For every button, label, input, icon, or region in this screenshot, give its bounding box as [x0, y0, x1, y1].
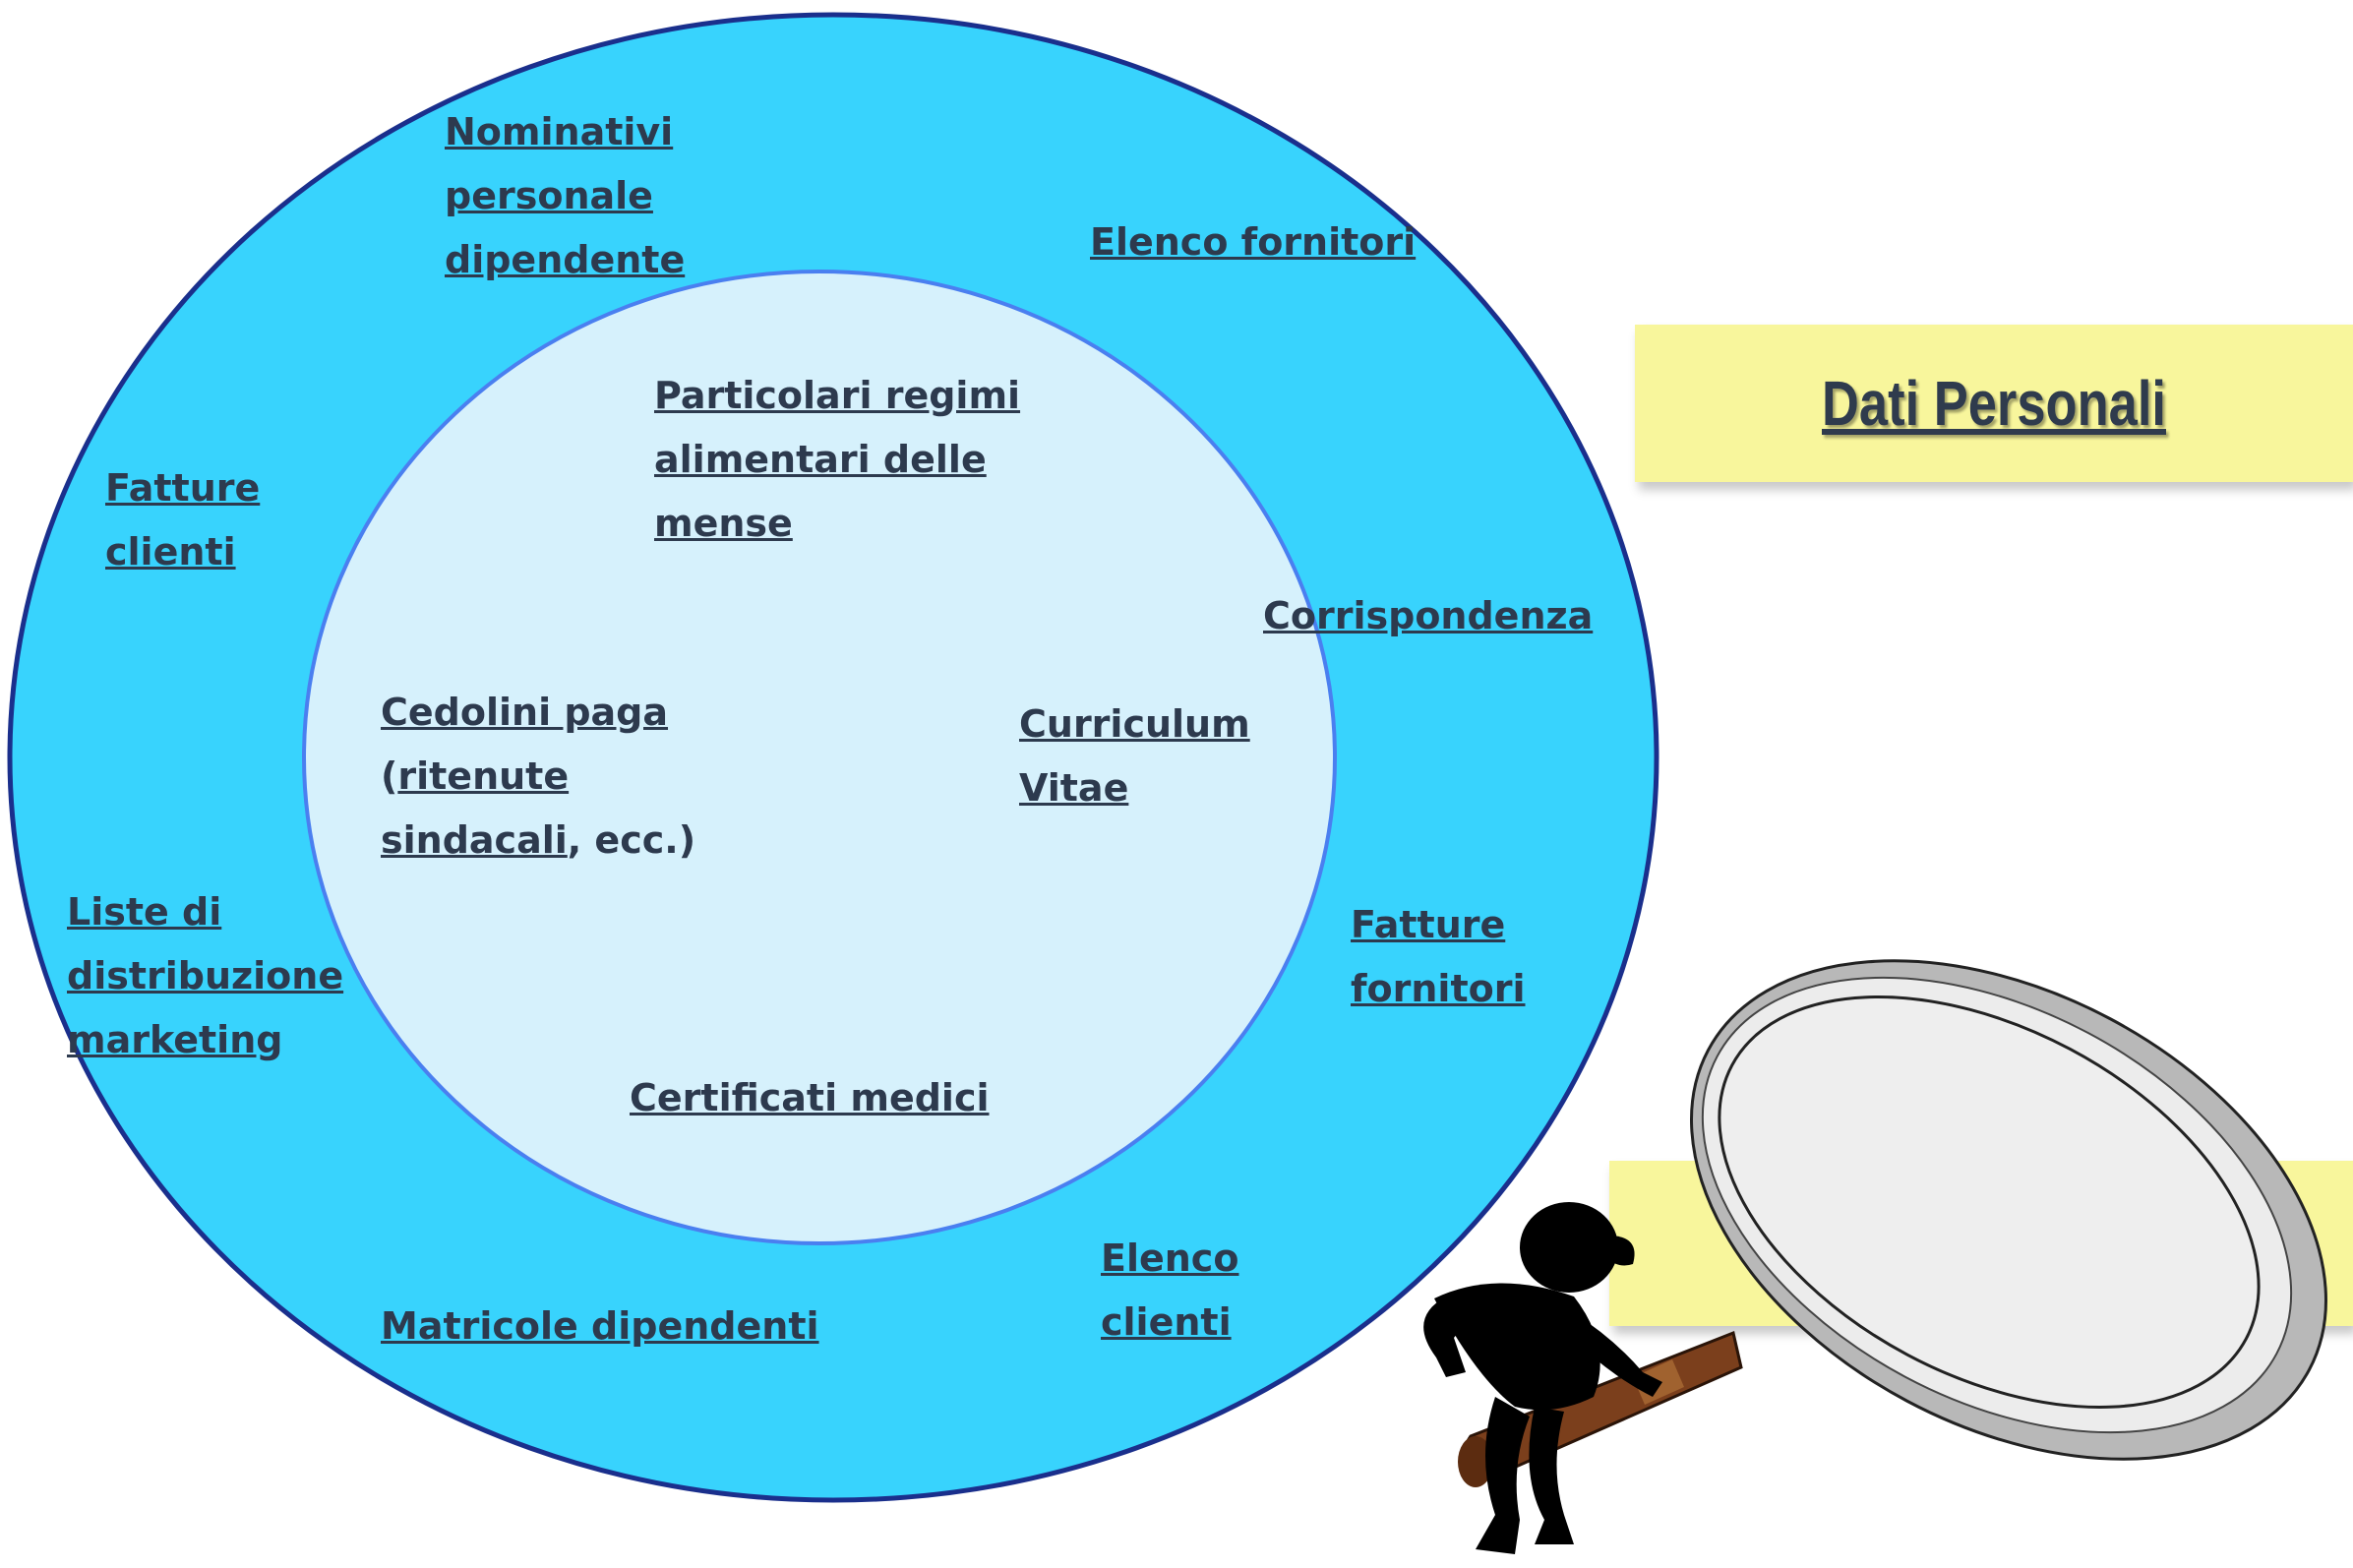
cedolini-ritenute: ritenute — [397, 754, 570, 798]
liste-line-2: distribuzione — [67, 954, 344, 997]
regimi-line-2: alimentari delle — [654, 438, 987, 481]
fatture-fornitori-line-2: fornitori — [1351, 967, 1526, 1010]
curriculum-line-1: Curriculum — [1019, 702, 1250, 746]
elenco-fornitori-label[interactable]: Elenco fornitori — [1090, 220, 1417, 264]
cedolini-line-3: sindacali, ecc.) — [381, 809, 695, 873]
elenco-clienti-label[interactable]: Elenco clienti — [1101, 1227, 1238, 1355]
fatture-clienti-line-2: clienti — [105, 530, 236, 573]
inner-circle — [302, 270, 1337, 1245]
elenco-clienti-line-2: clienti — [1101, 1300, 1232, 1344]
cedolini-sindacali: sindacali — [381, 818, 568, 862]
regimi-alimentari-label[interactable]: Particolari regimi alimentari delle mens… — [654, 364, 1020, 556]
regimi-line-1: Particolari regimi — [654, 374, 1021, 417]
liste-distribuzione-label[interactable]: Liste di distribuzione marketing — [67, 880, 343, 1072]
curriculum-line-2: Vitae — [1019, 766, 1129, 810]
nominativi-line-1: Nominativi — [445, 110, 674, 153]
nominativi-line-2: personale — [445, 174, 653, 217]
certificati-label[interactable]: Certificati medici — [630, 1076, 990, 1119]
dati-sensibili-box: Dati Sensibili — [1609, 1161, 2353, 1326]
cedolini-label[interactable]: Cedolini paga (ritenute sindacali, ecc.) — [381, 681, 695, 873]
curriculum-label[interactable]: Curriculum Vitae — [1019, 693, 1250, 820]
cedolini-line-1: Cedolini paga — [381, 691, 669, 734]
dati-sensibili-label[interactable]: Dati Sensibili — [1763, 1192, 2200, 1287]
cedolini-ecc: , ecc.) — [567, 818, 696, 862]
cedolini-line-2: (ritenute — [381, 745, 695, 809]
liste-line-3: marketing — [67, 1018, 283, 1061]
liste-line-1: Liste di — [67, 890, 222, 934]
fatture-clienti-label[interactable]: Fatture clienti — [105, 456, 260, 584]
nominativi-line-3: dipendente — [445, 238, 686, 281]
regimi-line-3: mense — [654, 502, 793, 545]
fatture-fornitori-label[interactable]: Fatture fornitori — [1351, 893, 1526, 1021]
elenco-clienti-line-1: Elenco — [1101, 1236, 1239, 1280]
fatture-fornitori-line-1: Fatture — [1351, 903, 1506, 946]
dati-personali-label[interactable]: Dati Personali — [1822, 368, 2166, 439]
corrispondenza-label[interactable]: Corrispondenza — [1263, 594, 1594, 637]
nominativi-label[interactable]: Nominativi personale dipendente — [445, 100, 685, 292]
cedolini-open-paren: ( — [381, 754, 398, 798]
dati-personali-box: Dati Personali — [1635, 325, 2353, 482]
matricole-label[interactable]: Matricole dipendenti — [381, 1304, 819, 1348]
fatture-clienti-line-1: Fatture — [105, 466, 261, 510]
